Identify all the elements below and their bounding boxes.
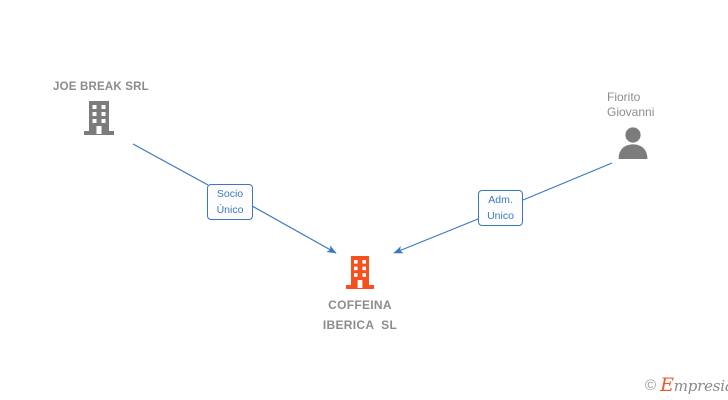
building-icon (298, 256, 422, 292)
empresia-watermark: © Empresia (645, 376, 728, 395)
edge-label-socio-unico[interactable]: Socio Único (207, 184, 253, 220)
node-label-coffeina-line1: COFFEINA (328, 298, 392, 312)
brand-initial: E (660, 374, 674, 396)
copyright-icon: © (645, 377, 657, 394)
edge-socio-unico-upper (132, 143, 209, 186)
edge-label-adm-unico-line1: Adm. (488, 194, 513, 206)
edge-adm-unico-lower (393, 218, 479, 254)
building-icon (40, 101, 170, 144)
brand-rest: mpresia (673, 377, 728, 395)
node-fiorito-giovanni[interactable]: Fiorito Giovanni (598, 90, 718, 164)
node-label-coffeina-line2: IBERICA SL (322, 318, 398, 332)
node-coffeina-iberica-sl[interactable]: COFFEINA IBERICA SL (298, 256, 422, 332)
node-label-fiorito-giovanni-line1: Fiorito (607, 90, 641, 104)
edge-socio-unico-lower (251, 205, 337, 254)
node-joe-break-srl[interactable]: JOE BREAK SRL (40, 80, 170, 144)
edge-adm-unico-upper (522, 162, 613, 201)
edge-label-socio-unico-line1: Socio (216, 188, 244, 200)
edge-label-adm-unico[interactable]: Adm. Unico (478, 190, 523, 226)
edge-label-adm-unico-line2: Unico (487, 210, 514, 222)
node-label-joe-break-srl: JOE BREAK SRL (53, 81, 149, 93)
edge-label-socio-unico-line2: Único (216, 204, 244, 216)
brand-wordmark: Empresia (660, 376, 728, 395)
person-icon (598, 125, 718, 164)
node-label-fiorito-giovanni-line2: Giovanni (607, 105, 655, 119)
